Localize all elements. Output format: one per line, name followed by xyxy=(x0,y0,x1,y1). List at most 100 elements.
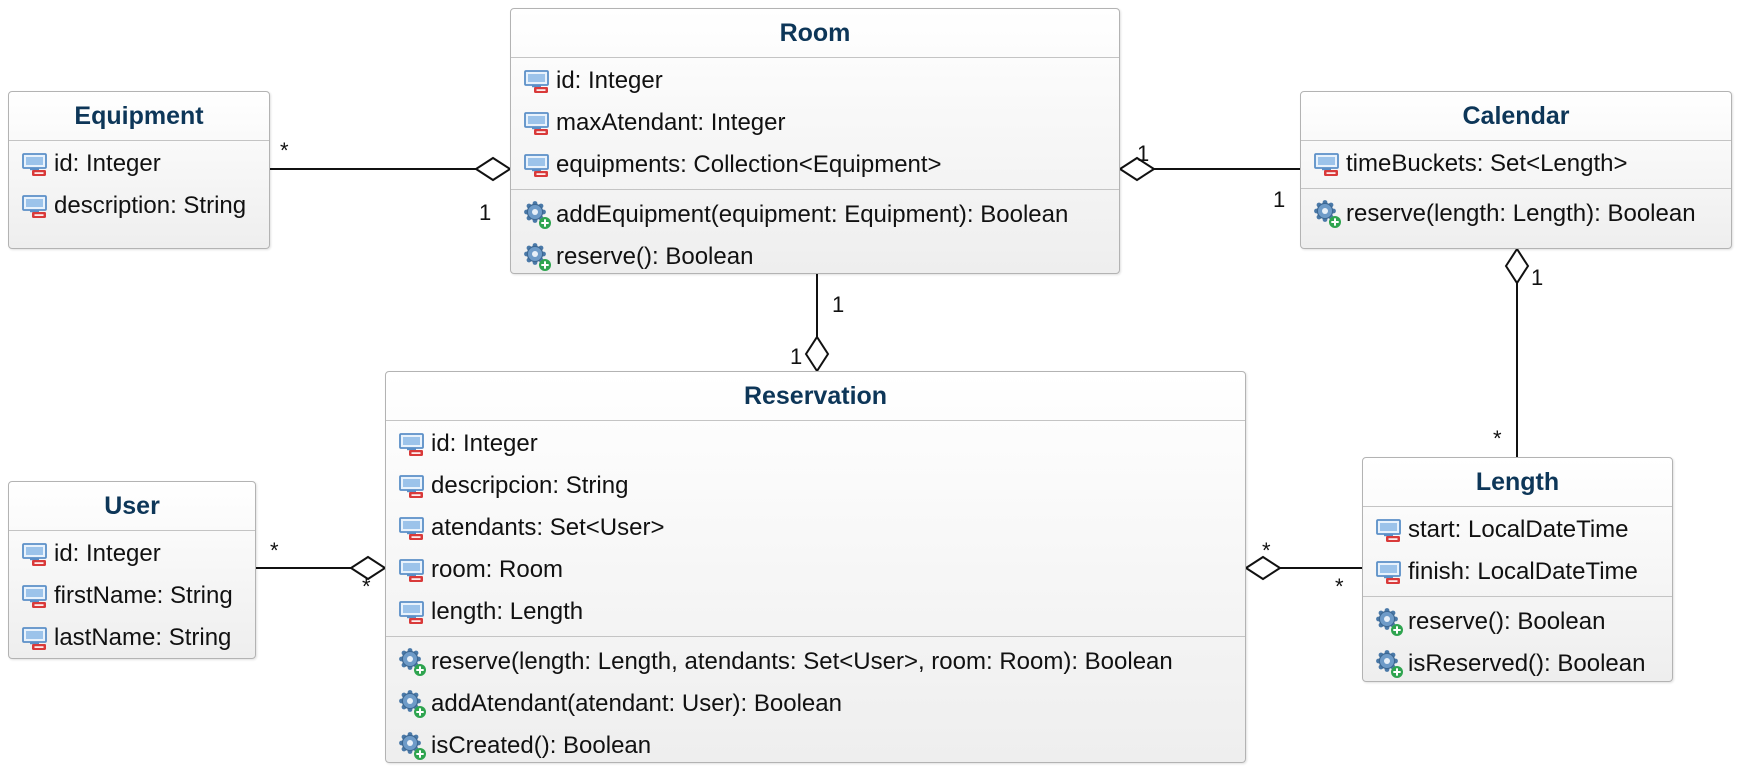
class-calendar[interactable]: Calendar timeBuckets: Set<Length> reserve(… xyxy=(1300,91,1732,249)
multiplicity-label: * xyxy=(362,574,371,599)
attribute-text: maxAtendant: Integer xyxy=(556,109,786,136)
attribute-text: room: Room xyxy=(431,556,564,583)
aggregation-diamond xyxy=(474,156,512,182)
multiplicity-label: 1 xyxy=(832,292,845,317)
attribute-row: id: Integer xyxy=(20,534,161,574)
class-name: Calendar xyxy=(1301,92,1731,141)
class-room[interactable]: Room id: Integer maxAtendant: Integer equip… xyxy=(510,8,1120,274)
operation-row: reserve(): Boolean xyxy=(1374,602,1605,642)
class-name: Reservation xyxy=(386,372,1245,421)
operation-text: reserve(): Boolean xyxy=(556,243,754,270)
class-name: User xyxy=(9,482,255,531)
private-field-icon xyxy=(522,108,552,138)
attribute-row: timeBuckets: Set<Length> xyxy=(1312,144,1628,184)
multiplicity-label: * xyxy=(270,538,279,563)
attribute-text: firstName: String xyxy=(54,582,233,609)
operation-row: addEquipment(equipment: Equipment): Bool… xyxy=(522,195,1068,235)
compartment-divider xyxy=(511,189,1119,190)
attribute-row: description: String xyxy=(20,186,246,226)
operation-text: addEquipment(equipment: Equipment): Bool… xyxy=(556,201,1069,228)
class-name: Length xyxy=(1363,458,1672,507)
aggregation-diamond xyxy=(1244,555,1282,581)
attribute-row: room: Room xyxy=(397,550,563,590)
operation-row: isCreated(): Boolean xyxy=(397,726,651,766)
private-field-icon xyxy=(397,471,427,501)
operation-text: reserve(): Boolean xyxy=(1408,608,1606,635)
attribute-text: start: LocalDateTime xyxy=(1408,516,1629,543)
attribute-row: descripcion: String xyxy=(397,466,628,506)
attribute-text: id: Integer xyxy=(54,150,161,177)
public-method-icon xyxy=(397,647,427,677)
multiplicity-label: 1 xyxy=(479,200,492,225)
operation-text: reserve(length: Length): Boolean xyxy=(1346,200,1696,227)
attribute-row: id: Integer xyxy=(397,424,538,464)
attribute-text: length: Length xyxy=(431,598,584,625)
public-method-icon xyxy=(1312,199,1342,229)
public-method-icon xyxy=(1374,607,1404,637)
operation-row: addAtendant(atendant: User): Boolean xyxy=(397,684,842,724)
attribute-text: id: Integer xyxy=(556,67,663,94)
attribute-row: finish: LocalDateTime xyxy=(1374,552,1638,592)
attribute-row: id: Integer xyxy=(522,61,663,101)
private-field-icon xyxy=(1312,149,1342,179)
private-field-icon xyxy=(20,191,50,221)
attribute-text: id: Integer xyxy=(54,540,161,567)
private-field-icon xyxy=(522,66,552,96)
operation-text: addAtendant(atendant: User): Boolean xyxy=(431,690,842,717)
operation-text: isCreated(): Boolean xyxy=(431,732,652,759)
private-field-icon xyxy=(1374,515,1404,545)
public-method-icon xyxy=(397,689,427,719)
multiplicity-label: 1 xyxy=(1531,265,1544,290)
attribute-row: start: LocalDateTime xyxy=(1374,510,1629,550)
aggregation-diamond xyxy=(1504,247,1530,285)
multiplicity-label: * xyxy=(1262,538,1271,563)
private-field-icon xyxy=(1374,557,1404,587)
attribute-row: length: Length xyxy=(397,592,583,632)
attribute-row: maxAtendant: Integer xyxy=(522,103,785,143)
public-method-icon xyxy=(1374,649,1404,679)
multiplicity-label: 1 xyxy=(1137,141,1150,166)
compartment-divider xyxy=(1301,188,1731,189)
private-field-icon xyxy=(397,555,427,585)
attribute-text: description: String xyxy=(54,192,247,219)
attribute-row: equipments: Collection<Equipment> xyxy=(522,145,942,185)
attribute-text: timeBuckets: Set<Length> xyxy=(1346,150,1628,177)
multiplicity-label: * xyxy=(1493,426,1502,451)
operation-row: isReserved(): Boolean xyxy=(1374,644,1645,684)
compartment-divider xyxy=(1363,596,1672,597)
private-field-icon xyxy=(20,149,50,179)
class-name: Room xyxy=(511,9,1119,58)
attribute-row: id: Integer xyxy=(20,144,161,184)
multiplicity-label: * xyxy=(280,138,289,163)
attribute-text: equipments: Collection<Equipment> xyxy=(556,151,942,178)
attribute-text: lastName: String xyxy=(54,624,232,651)
private-field-icon xyxy=(397,429,427,459)
aggregation-diamond xyxy=(804,335,830,373)
aggregation-diamond xyxy=(1118,156,1156,182)
attribute-text: finish: LocalDateTime xyxy=(1408,558,1638,585)
private-field-icon xyxy=(20,581,50,611)
public-method-icon xyxy=(522,242,552,272)
attribute-row: atendants: Set<User> xyxy=(397,508,664,548)
multiplicity-label: * xyxy=(1335,574,1344,599)
private-field-icon xyxy=(397,513,427,543)
class-name: Equipment xyxy=(9,92,269,141)
attribute-text: descripcion: String xyxy=(431,472,629,499)
class-user[interactable]: User id: Integer firstName: String lastName… xyxy=(8,481,256,659)
attribute-text: atendants: Set<User> xyxy=(431,514,665,541)
multiplicity-label: 1 xyxy=(1273,187,1286,212)
operation-text: isReserved(): Boolean xyxy=(1408,650,1646,677)
private-field-icon xyxy=(397,597,427,627)
public-method-icon xyxy=(522,200,552,230)
attribute-row: lastName: String xyxy=(20,618,231,658)
private-field-icon xyxy=(20,623,50,653)
class-length[interactable]: Length start: LocalDateTime finish: LocalD… xyxy=(1362,457,1673,682)
attribute-row: firstName: String xyxy=(20,576,233,616)
operation-row: reserve(length: Length): Boolean xyxy=(1312,194,1696,234)
public-method-icon xyxy=(397,731,427,761)
class-equipment[interactable]: Equipment id: Integer description: String xyxy=(8,91,270,249)
multiplicity-label: 1 xyxy=(790,344,803,369)
operation-row: reserve(length: Length, atendants: Set<U… xyxy=(397,642,1173,682)
